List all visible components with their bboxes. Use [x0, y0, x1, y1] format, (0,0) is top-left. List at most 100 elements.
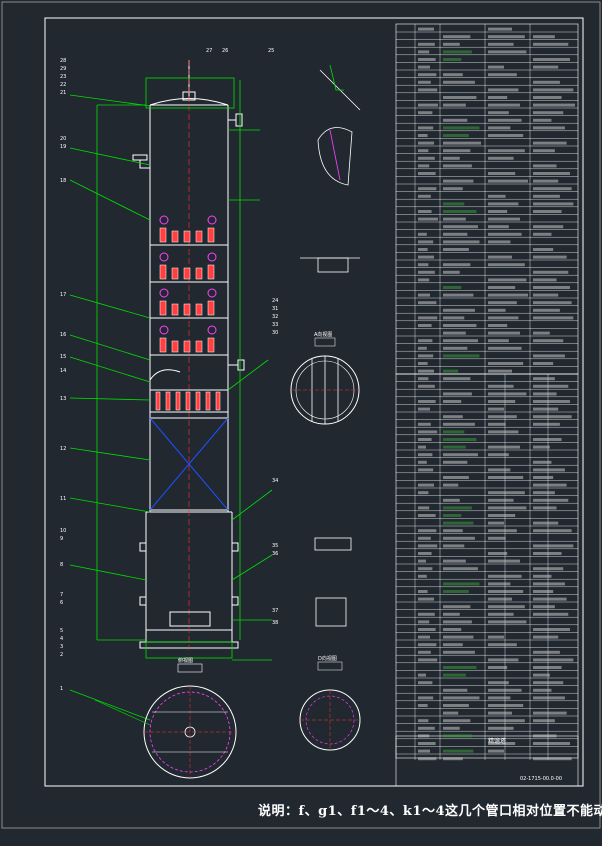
table-cell-text [443, 445, 466, 449]
table-cell-text [488, 704, 524, 707]
table-cell-text [488, 445, 520, 449]
table-cell-text [443, 248, 469, 251]
table-cell-text [418, 514, 436, 517]
table-cell-text [418, 88, 438, 92]
svg-text:2: 2 [60, 652, 63, 658]
table-cell-text [418, 628, 436, 631]
table-cell-text [488, 301, 517, 305]
table-cell-text [443, 620, 472, 624]
table-cell-text [533, 612, 569, 616]
table-cell-text [418, 27, 434, 31]
table-cell-text [443, 529, 463, 533]
table-cell-text [533, 35, 555, 39]
table-cell-text [488, 324, 508, 327]
svg-text:3: 3 [60, 644, 63, 650]
table-cell-text [533, 225, 564, 229]
table-cell-text [443, 666, 477, 669]
table-cell-text [488, 559, 520, 563]
svg-text:6: 6 [60, 600, 63, 606]
svg-text:25: 25 [268, 48, 274, 54]
table-cell-text [533, 316, 574, 320]
table-cell-text [443, 141, 481, 145]
table-cell-text [443, 688, 468, 692]
table-cell-text [488, 118, 522, 122]
svg-text:32: 32 [272, 314, 278, 320]
section-a-title: A向视图 [314, 331, 332, 338]
table-cell-text [443, 240, 480, 244]
table-cell-text [418, 369, 434, 373]
table-cell-text [418, 270, 435, 274]
table-cell-text [418, 696, 434, 700]
table-cell-text [488, 612, 514, 616]
table-cell-text [488, 278, 527, 282]
table-cell-text [488, 582, 511, 586]
table-cell-text [418, 757, 437, 761]
table-cell-text [418, 65, 430, 69]
table-cell-text [443, 156, 460, 160]
table-cell-text [533, 111, 564, 115]
table-cell-text [488, 696, 511, 700]
table-cell-text [418, 620, 430, 624]
table-cell-text [418, 681, 433, 685]
table-cell-text [443, 339, 478, 343]
table-cell-text [533, 354, 565, 358]
svg-text:7: 7 [60, 592, 63, 598]
table-cell-text [533, 286, 570, 289]
table-cell-text [418, 742, 436, 745]
table-cell-text [443, 96, 477, 99]
table-cell-text [418, 506, 430, 510]
table-cell-text [443, 726, 460, 730]
table-cell-text [443, 749, 474, 753]
table-cell-text [533, 164, 557, 168]
table-cell-text [418, 194, 431, 198]
table-cell-text [443, 612, 460, 616]
table-cell-text [418, 529, 437, 533]
table-cell-text [443, 58, 462, 61]
table-cell-text [418, 187, 437, 191]
table-cell-text [533, 635, 559, 639]
table-cell-text [443, 696, 480, 700]
table-cell-text [533, 506, 557, 510]
table-cell-text [488, 316, 519, 320]
table-cell-text [418, 483, 434, 487]
section-d-title: D向视图 [318, 655, 337, 662]
table-cell-text [533, 590, 554, 593]
table-cell-text [443, 514, 462, 517]
table-cell-text [443, 453, 478, 457]
table-cell-text [488, 400, 516, 403]
svg-text:1: 1 [60, 686, 63, 692]
table-cell-text [418, 453, 433, 457]
table-cell-text [533, 65, 559, 69]
table-cell-text [533, 742, 570, 745]
table-cell-text [533, 255, 567, 259]
packing-diagonals [149, 417, 229, 511]
table-cell-text [533, 308, 560, 312]
table-cell-text [418, 468, 434, 472]
table-cell-text [488, 210, 508, 213]
table-cell-text [533, 80, 560, 84]
table-cell-text [418, 597, 434, 601]
table-cell-text [443, 673, 466, 677]
table-cell-text [533, 270, 569, 274]
table-cell-text [488, 96, 508, 99]
table-cell-text [443, 103, 466, 107]
table-cell-text [533, 210, 562, 213]
table-cell-text [418, 354, 434, 358]
table-cell-text [443, 73, 463, 77]
tray-nozzle-circles [159, 215, 217, 335]
table-cell-text [533, 544, 574, 548]
table-cell-text [488, 217, 520, 221]
table-cell-text [533, 88, 574, 92]
table-cell-text [418, 50, 430, 54]
table-cell-text [533, 58, 570, 61]
table-cell-fills [418, 27, 575, 761]
side-nozzles [132, 113, 245, 627]
table-cell-text [533, 172, 570, 175]
table-cell-text [533, 650, 560, 654]
table-cell-text [488, 468, 511, 472]
table-cell-text [533, 407, 559, 411]
table-cell-text [488, 742, 516, 745]
table-cell-text [418, 377, 429, 381]
table-cell-text [533, 582, 565, 586]
